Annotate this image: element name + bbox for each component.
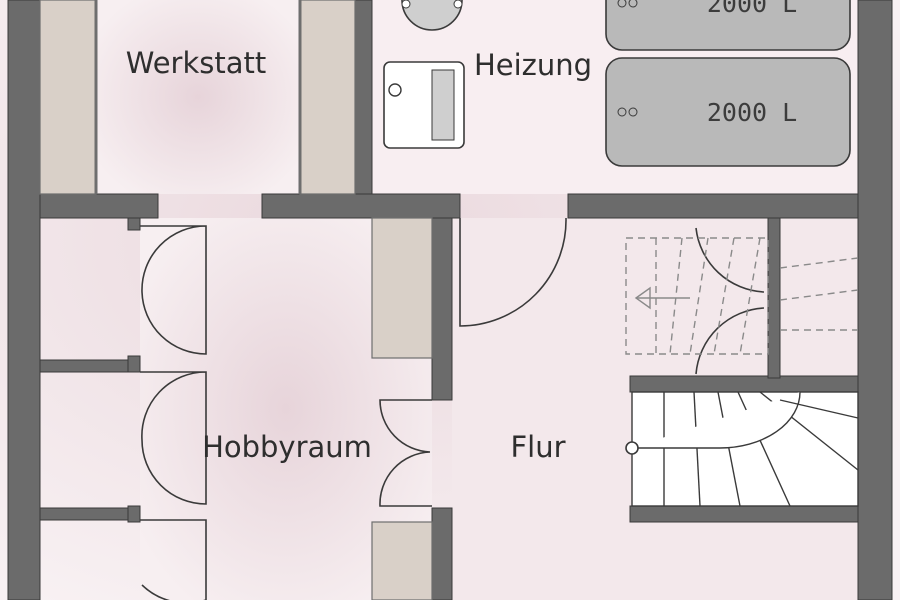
room-label-heating: Heizung [474, 48, 592, 82]
room-label-hall: Flur [510, 430, 565, 464]
doors [140, 217, 765, 600]
staircase [625, 391, 859, 507]
oil-tank-2: 2000 L [605, 57, 851, 167]
dashed-stairs [625, 237, 859, 355]
room-label-hobby: Hobbyraum [202, 430, 372, 464]
walls [7, 0, 893, 600]
water-heater [401, 0, 463, 31]
room-label-workshop: Werkstatt [126, 46, 267, 80]
boiler [383, 61, 465, 149]
tank-2-label: 2000 L [707, 98, 797, 127]
cabinets [39, 0, 433, 600]
floor-workshop [96, 0, 300, 194]
oil-tank-1: 2000 L [605, 0, 851, 51]
tank-1-label: 2000 L [707, 0, 797, 18]
